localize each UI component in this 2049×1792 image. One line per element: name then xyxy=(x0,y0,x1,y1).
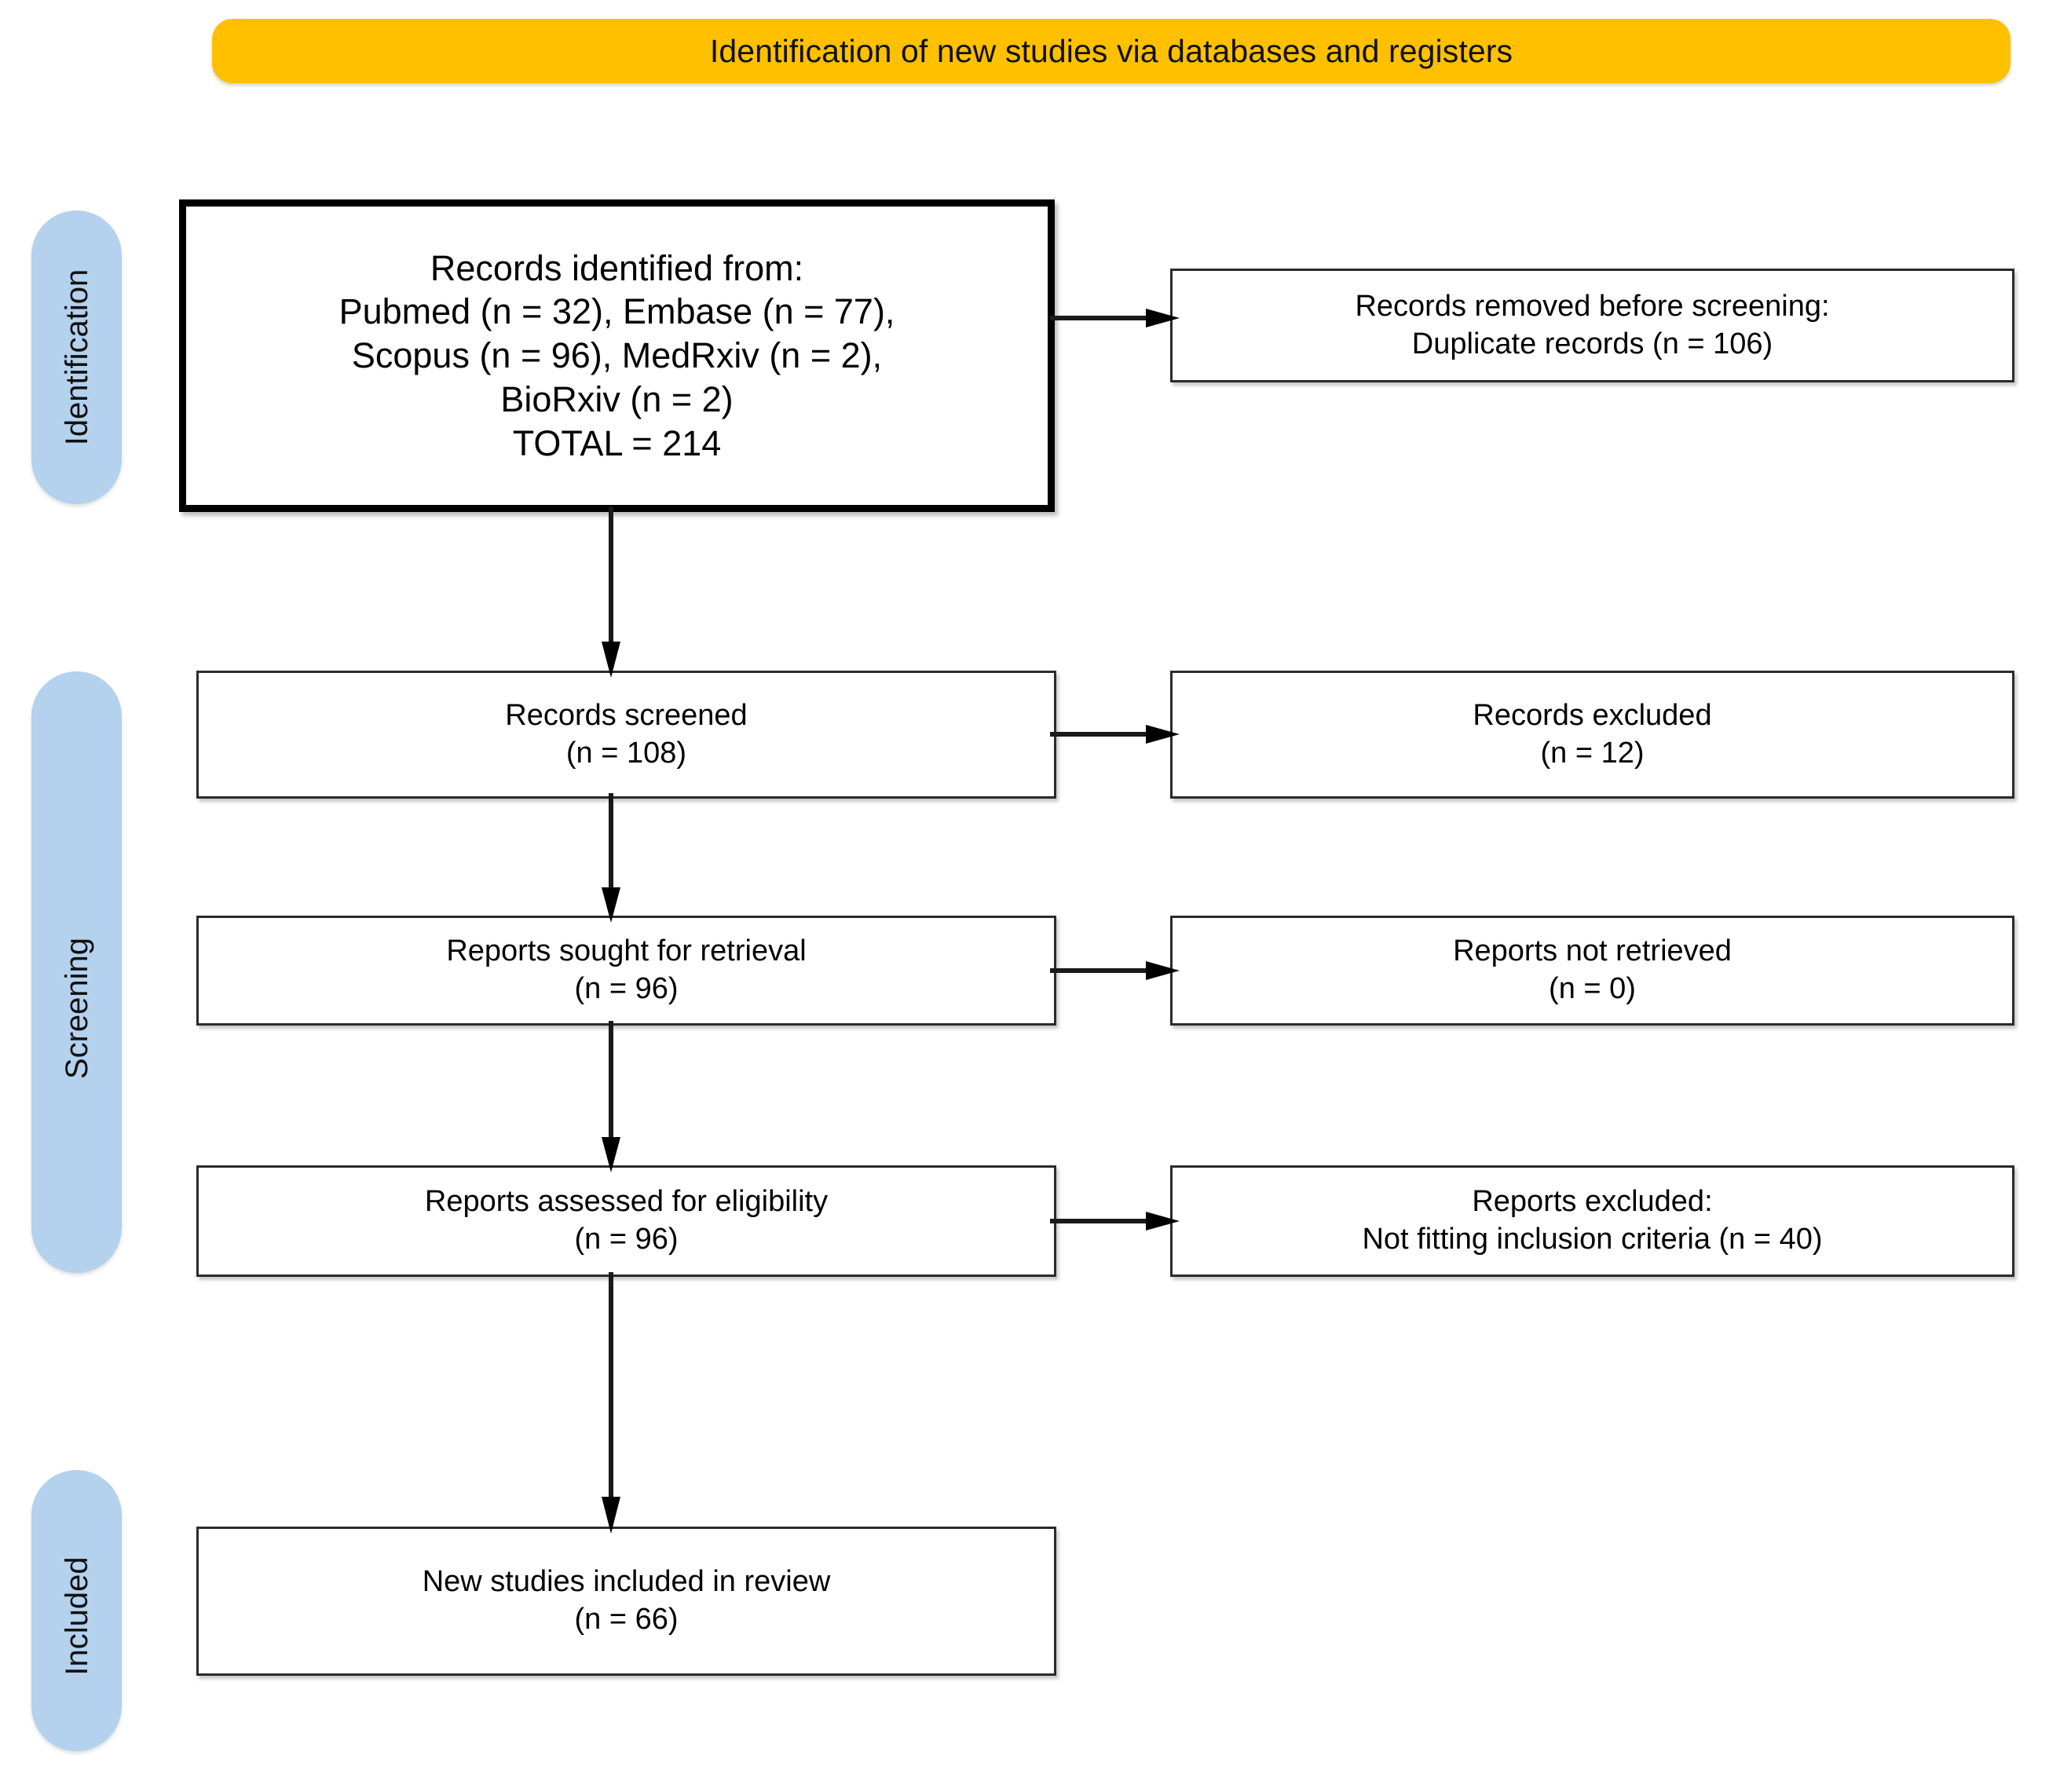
arrow-sought-to-not-retrieved xyxy=(1050,961,1180,980)
arrow-identified-to-screened xyxy=(602,507,620,678)
arrow-sought-to-assessed xyxy=(602,1021,620,1172)
stage-label-included: Included xyxy=(59,1556,94,1676)
arrow-screened-to-excluded xyxy=(1050,725,1180,744)
box-records-screened: Records screened(n = 108) xyxy=(196,671,1056,799)
box-new-studies-included: New studies included in review(n = 66) xyxy=(196,1527,1056,1676)
box-records-identified-text: Records identified from:Pubmed (n = 32),… xyxy=(338,247,895,463)
stage-label-screening: Screening xyxy=(59,937,94,1080)
box-records-screened-text: Records screened(n = 108) xyxy=(505,698,748,770)
box-records-removed-before-screening: Records removed before screening:Duplica… xyxy=(1170,269,2014,382)
stage-pill-screening: Screening xyxy=(31,671,122,1273)
box-new-studies-included-text: New studies included in review(n = 66) xyxy=(422,1565,831,1636)
box-reports-excluded-text: Reports excluded:Not fitting inclusion c… xyxy=(1362,1185,1823,1256)
header-banner: Identification of new studies via databa… xyxy=(212,19,2011,83)
box-reports-assessed-text: Reports assessed for eligibility(n = 96) xyxy=(424,1185,829,1256)
page-title: Identification of new studies via databa… xyxy=(709,32,1513,69)
box-records-excluded: Records excluded(n = 12) xyxy=(1170,671,2014,799)
box-records-removed-text: Records removed before screening:Duplica… xyxy=(1355,289,1830,360)
box-reports-sought-for-retrieval: Reports sought for retrieval(n = 96) xyxy=(196,916,1056,1026)
box-reports-excluded: Reports excluded:Not fitting inclusion c… xyxy=(1170,1165,2014,1277)
box-reports-not-retrieved-text: Reports not retrieved(n = 0) xyxy=(1453,934,1732,1005)
box-records-excluded-text: Records excluded(n = 12) xyxy=(1473,698,1712,770)
stage-pill-included: Included xyxy=(31,1470,122,1751)
arrow-assessed-to-reports-excluded xyxy=(1050,1212,1180,1231)
box-records-identified: Records identified from:Pubmed (n = 32),… xyxy=(179,199,1055,512)
stage-pill-identification: Identification xyxy=(31,210,122,504)
arrow-identified-to-removed xyxy=(1050,309,1180,327)
arrow-screened-to-sought xyxy=(602,793,620,923)
box-reports-sought-text: Reports sought for retrieval(n = 96) xyxy=(446,934,807,1005)
box-reports-not-retrieved: Reports not retrieved(n = 0) xyxy=(1170,916,2014,1026)
stage-label-identification: Identification xyxy=(59,269,94,446)
arrow-assessed-to-included xyxy=(602,1272,620,1534)
box-reports-assessed-for-eligibility: Reports assessed for eligibility(n = 96) xyxy=(196,1165,1056,1277)
